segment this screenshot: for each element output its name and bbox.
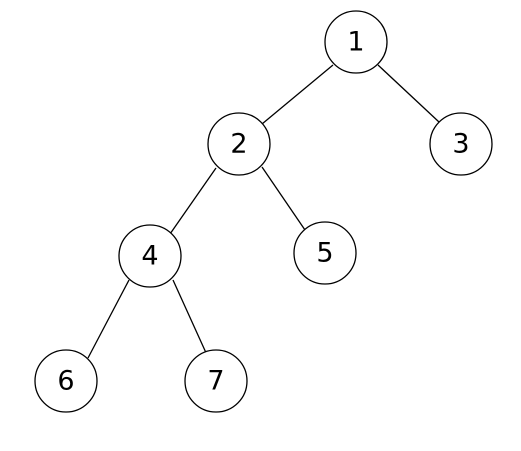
node-7-label: 7 — [207, 366, 224, 397]
edge-1-3 — [377, 64, 440, 123]
node-6-label: 6 — [57, 366, 74, 397]
node-3-label: 3 — [452, 129, 469, 160]
tree-node-4: 4 — [118, 224, 182, 288]
node-7-circle — [184, 349, 248, 413]
tree-node-3: 3 — [429, 112, 493, 176]
node-5-circle — [293, 221, 357, 285]
tree-node-6: 6 — [34, 349, 98, 413]
tree-node-7: 7 — [184, 349, 248, 413]
edge-2-4 — [169, 167, 217, 235]
node-5-label: 5 — [316, 238, 333, 269]
edge-1-2 — [261, 64, 334, 125]
node-6-circle — [34, 349, 98, 413]
tree-node-2: 2 — [207, 112, 271, 176]
tree-node-1: 1 — [324, 10, 388, 74]
edge-4-6 — [87, 279, 130, 359]
node-2-label: 2 — [230, 129, 247, 160]
node-1-circle — [324, 10, 388, 74]
tree-edges — [87, 64, 440, 359]
node-4-label: 4 — [141, 241, 158, 272]
tree-node-5: 5 — [293, 221, 357, 285]
node-2-circle — [207, 112, 271, 176]
node-1-label: 1 — [347, 27, 364, 58]
edge-4-7 — [172, 279, 208, 356]
edge-2-5 — [261, 166, 306, 231]
node-3-circle — [429, 112, 493, 176]
node-4-circle — [118, 224, 182, 288]
